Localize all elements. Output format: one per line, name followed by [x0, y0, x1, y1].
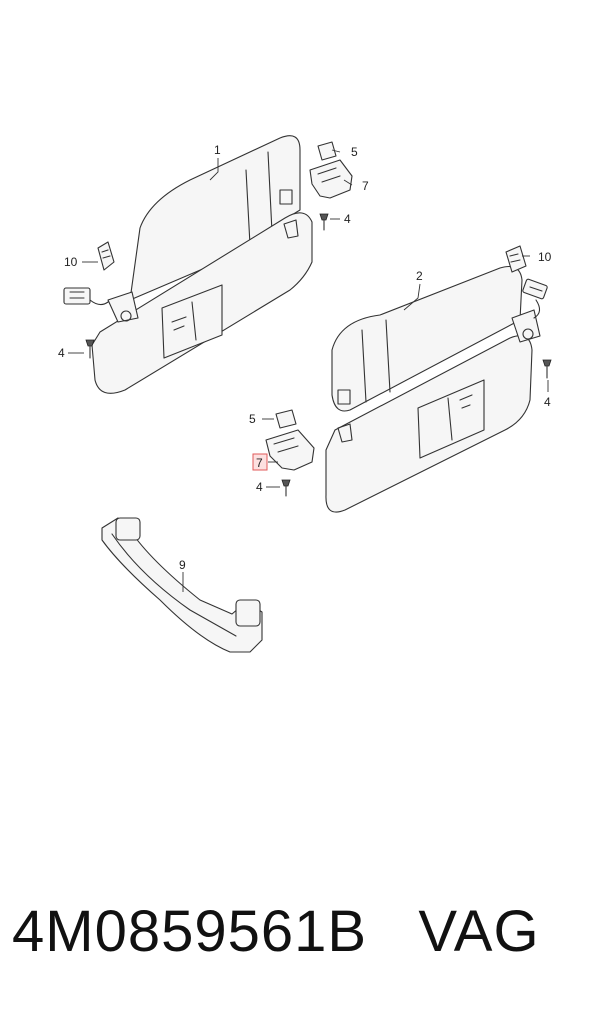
callout-4-right: 4 — [544, 395, 551, 409]
callout-7-center: 7 — [256, 456, 263, 470]
screw-left-part — [85, 339, 95, 359]
callout-4-left: 4 — [58, 346, 65, 360]
left-wiring-connector — [63, 287, 91, 305]
screw-top-part — [319, 213, 329, 221]
connector-10-right-part — [505, 245, 527, 273]
callout-labels: 1 2 5 7 4 10 10 4 4 5 7 4 9 — [58, 143, 552, 572]
callout-4-center: 4 — [256, 480, 263, 494]
clip-top-part — [317, 141, 337, 161]
callout-9: 9 — [179, 558, 186, 572]
callout-10-left: 10 — [64, 255, 78, 269]
holder-center-part — [265, 429, 315, 471]
leader-lines — [68, 149, 549, 592]
grab-handle — [101, 517, 263, 653]
clip-center-part — [275, 409, 297, 429]
part-number: 4M0859561B — [12, 899, 368, 964]
callout-4-top: 4 — [344, 212, 351, 226]
connector-10-left-part — [97, 241, 115, 271]
callout-5-top: 5 — [351, 145, 358, 159]
left-sun-visor — [89, 135, 313, 394]
top-holder-group — [309, 141, 353, 231]
callout-7-top: 7 — [362, 179, 369, 193]
screw-right-part — [542, 359, 552, 379]
right-wiring-connector — [522, 278, 548, 300]
callout-7-center-highlight — [252, 453, 268, 471]
callout-1: 1 — [214, 143, 221, 157]
center-holder-group — [265, 409, 315, 497]
right-sun-visor — [325, 265, 541, 513]
part-number-caption: 4M0859561B VAG — [12, 898, 540, 965]
brand: VAG — [418, 899, 540, 964]
callout-10-right: 10 — [538, 250, 552, 264]
screw-center-part — [281, 479, 291, 487]
callout-2: 2 — [416, 269, 423, 283]
callout-5-center: 5 — [249, 412, 256, 426]
